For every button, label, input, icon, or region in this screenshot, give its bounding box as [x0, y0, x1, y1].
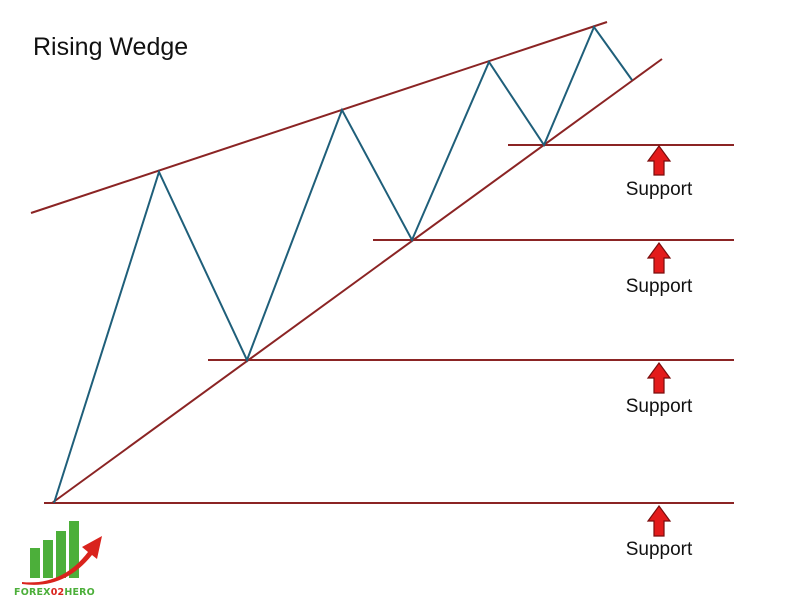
support-arrow-icon	[646, 144, 672, 176]
support-arrow-icon	[646, 241, 672, 274]
lower-support-trendline	[51, 58, 663, 504]
support-label-1: Support	[626, 179, 693, 200]
upper-resistance-trendline	[30, 21, 608, 214]
logo-text: FOREX02HERO	[14, 587, 95, 598]
diagram-title: Rising Wedge	[33, 33, 188, 61]
price-zigzag-path	[53, 24, 633, 504]
support-label-2: Support	[626, 276, 693, 297]
support-arrow-icon	[646, 504, 672, 537]
rising-bar-chart-arrow-icon	[22, 521, 102, 585]
support-label-4: Support	[626, 539, 693, 560]
support-arrow-icon	[646, 361, 672, 394]
forex02hero-logo: FOREX02HERO	[14, 521, 102, 598]
support-label-3: Support	[626, 396, 693, 417]
